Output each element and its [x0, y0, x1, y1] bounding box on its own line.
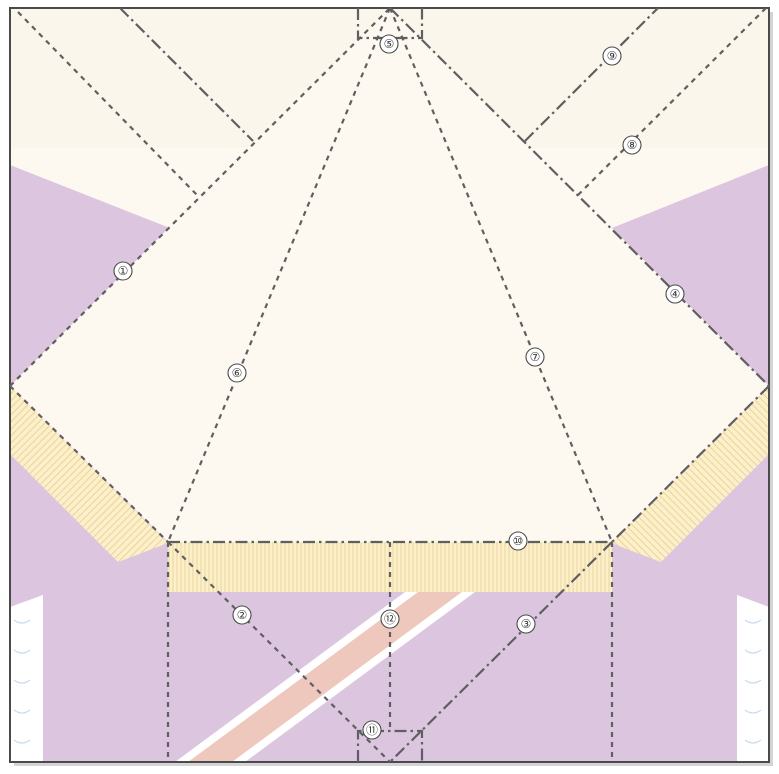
fold-label-3: ③ — [516, 614, 536, 634]
fold-label-2-text: ② — [237, 608, 248, 622]
fold-line-left-cuff — [9, 385, 169, 543]
fold-line-3 — [389, 541, 613, 763]
right-wave-edge — [737, 595, 769, 762]
stripe-pink — [188, 592, 462, 762]
fold-label-10: ⑩ — [508, 531, 528, 551]
fold-label-8: ⑧ — [622, 135, 642, 155]
fold-label-7: ⑦ — [525, 347, 545, 367]
fold-line-top-left-b — [119, 7, 254, 142]
fold-line-8 — [577, 7, 767, 196]
left-wave-edge — [10, 595, 43, 762]
fold-label-4-text: ④ — [670, 287, 681, 301]
fold-label-5: ⑤ — [379, 34, 399, 54]
fold-label-11: ⑪ — [362, 720, 382, 740]
fold-line-right-cuff — [611, 385, 770, 543]
fold-label-12-text: ⑫ — [384, 612, 396, 626]
fold-line-9 — [524, 7, 659, 142]
fold-label-9: ⑨ — [602, 46, 622, 66]
fold-label-9-text: ⑨ — [607, 49, 618, 63]
fold-line-6 — [166, 7, 392, 543]
fold-label-5-text: ⑤ — [384, 37, 395, 51]
fold-label-11-text: ⑪ — [366, 723, 378, 737]
fold-label-8-text: ⑧ — [627, 138, 638, 152]
fold-label-2: ② — [232, 605, 252, 625]
fold-line-11 — [356, 729, 424, 762]
fold-label-12: ⑫ — [380, 609, 400, 629]
right-wave-lines — [744, 619, 762, 744]
left-wave-lines — [13, 619, 31, 744]
fold-line-top-left-a — [17, 11, 199, 197]
fold-label-6: ⑥ — [227, 363, 247, 383]
right-shoulder-lavender — [612, 165, 769, 386]
left-shoulder-lavender — [10, 165, 170, 386]
fold-line-2 — [167, 541, 391, 763]
fold-label-10-text: ⑩ — [513, 534, 524, 548]
fold-line-7 — [388, 7, 614, 543]
fold-lines — [9, 7, 770, 763]
collar-kite — [10, 8, 769, 542]
fold-label-3-text: ③ — [521, 617, 532, 631]
right-cuff-ribbing — [611, 386, 769, 562]
fold-label-1-text: ① — [118, 264, 129, 278]
fold-label-4: ④ — [665, 284, 685, 304]
fold-labels: ① ② ③ ④ ⑤ ⑥ ⑦ ⑧ — [113, 34, 685, 740]
fold-label-1: ① — [113, 261, 133, 281]
fold-label-6-text: ⑥ — [232, 366, 243, 380]
left-cuff-ribbing — [10, 386, 168, 562]
fold-label-7-text: ⑦ — [530, 350, 541, 364]
